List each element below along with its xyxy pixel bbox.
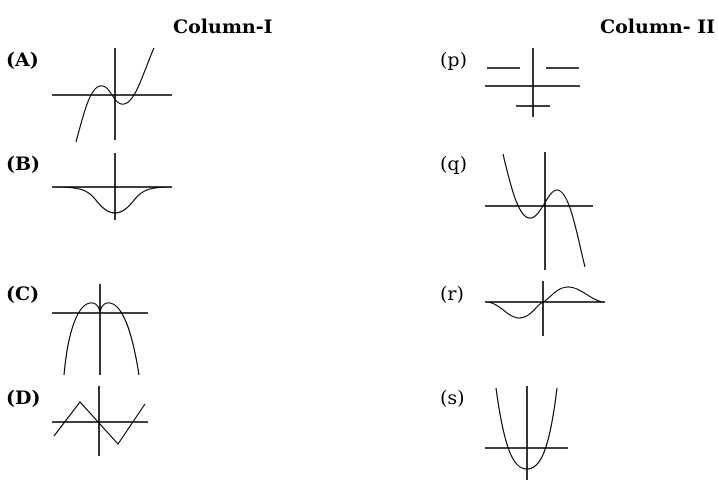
graph-p — [485, 48, 580, 117]
label-s: (s) — [440, 387, 465, 409]
graph-r — [485, 281, 605, 336]
label-p: (p) — [440, 49, 467, 71]
label-r: (r) — [440, 283, 464, 305]
label-c: (C) — [6, 283, 40, 305]
graph-b — [52, 153, 173, 220]
graph-d — [52, 386, 148, 456]
graph-d-curve — [53, 401, 146, 445]
graph-a — [52, 47, 172, 143]
graph-b-curve — [54, 186, 173, 214]
graph-r-curve — [486, 286, 604, 319]
column-1-header: Column-I — [173, 16, 273, 38]
column-2-header: Column- II — [600, 16, 716, 38]
graph-a-curve — [75, 47, 155, 143]
graph-s — [485, 386, 568, 480]
graph-q-curve — [502, 153, 586, 268]
label-b: (B) — [6, 153, 41, 175]
label-q: (q) — [440, 153, 467, 175]
graph-s-curve — [495, 387, 558, 470]
graph-c-curve-right — [99, 302, 140, 376]
graph-q — [485, 152, 593, 270]
label-d: (D) — [6, 387, 41, 409]
graph-c-curve-left — [63, 302, 101, 376]
label-a: (A) — [6, 49, 39, 71]
graph-c — [52, 284, 148, 376]
